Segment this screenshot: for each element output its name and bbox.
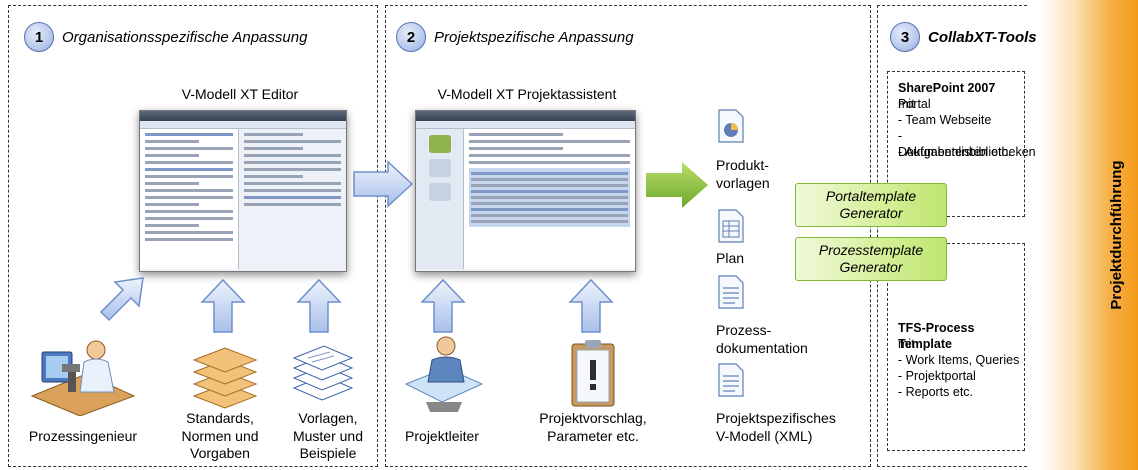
projektvorschlag-label: Projektvorschlag, Parameter etc. [539,410,647,444]
projektleiter-label: Projektleiter [405,428,479,444]
output-label-plan: Plan [716,250,745,266]
portaltemplate-generator: Portaltemplate Generator [795,183,947,227]
pie-document-icon [718,109,744,143]
phase-1-title: Organisationsspezifische Anpassung [62,28,308,46]
phase-3-box [877,5,1027,467]
phase-1-box [8,5,378,467]
table-document-icon [718,209,744,243]
output-arrow [646,162,708,208]
phase-2-title: Projektspezifische Anpassung [434,28,634,46]
editor-screenshot [139,110,347,272]
phase-3-title: CollabXT-Tools [928,28,1037,46]
tfs-line: - Reports etc. [898,385,974,399]
templates-stack-icon [292,345,354,401]
phase-transition-arrow [353,160,414,208]
prozessingenieur-icon [30,340,136,416]
tfs-heading: TFS-Process Template [898,321,975,352]
execution-label: Projektdurchführung [1108,160,1125,310]
up-arrow-standards [200,278,246,333]
vorlagen-label: Vorlagen, Muster und Beispiele [292,410,364,461]
phase-3-header: 3 CollabXT-Tools [890,22,1037,52]
tfs-line: mit [898,337,915,351]
xml-document-icon [718,363,744,397]
assistant-screenshot [415,110,636,272]
phase-2-box [385,5,871,467]
sharepoint-heading: SharePoint 2007 Portal [898,81,996,112]
text-document-icon [718,275,744,309]
projektleiter-icon [404,336,484,412]
up-arrow-prozessingenieur [99,277,144,322]
phase-2-number: 2 [396,22,426,52]
prozessingenieur-label: Prozessingenieur [28,428,138,444]
sharepoint-line: - Team Webseite [898,113,992,127]
sharepoint-line: mit [898,97,915,111]
phase-1-number: 1 [24,22,54,52]
standards-stack-icon [192,347,258,409]
phase-1-header: 1 Organisationsspezifische Anpassung [24,22,307,52]
standards-label: Standards, Normen und Vorgaben [181,410,259,461]
tfs-line: - Projektportal [898,369,976,383]
prozesstemplate-generator: Prozesstemplate Generator [795,237,947,281]
phase-3-number: 3 [890,22,920,52]
assistant-title: V-Modell XT Projektassistent [437,86,617,102]
clipboard-icon [571,340,615,407]
up-arrow-projektvorschlag [568,278,614,333]
sharepoint-line: - Dokumentenbibliotheken [898,129,1036,160]
output-label-prozessdokumentation: Prozess- dokumentation [716,322,808,356]
execution-panel [1040,0,1138,470]
up-arrow-projektleiter [420,278,466,333]
editor-title: V-Modell XT Editor [181,86,299,102]
output-label-vmodell-xml: Projektspezifisches V-Modell (XML) [716,410,836,444]
tfs-line: - Work Items, Queries [898,353,1020,367]
up-arrow-vorlagen [296,278,342,333]
sharepoint-box: SharePoint 2007 Portal mit - Team Websei… [887,71,1036,217]
phase-2-header: 2 Projektspezifische Anpassung [396,22,634,52]
sharepoint-line: - Aufgabenlisten etc. [898,145,1012,159]
output-label-produktvorlagen: Produkt- vorlagen [716,157,770,191]
